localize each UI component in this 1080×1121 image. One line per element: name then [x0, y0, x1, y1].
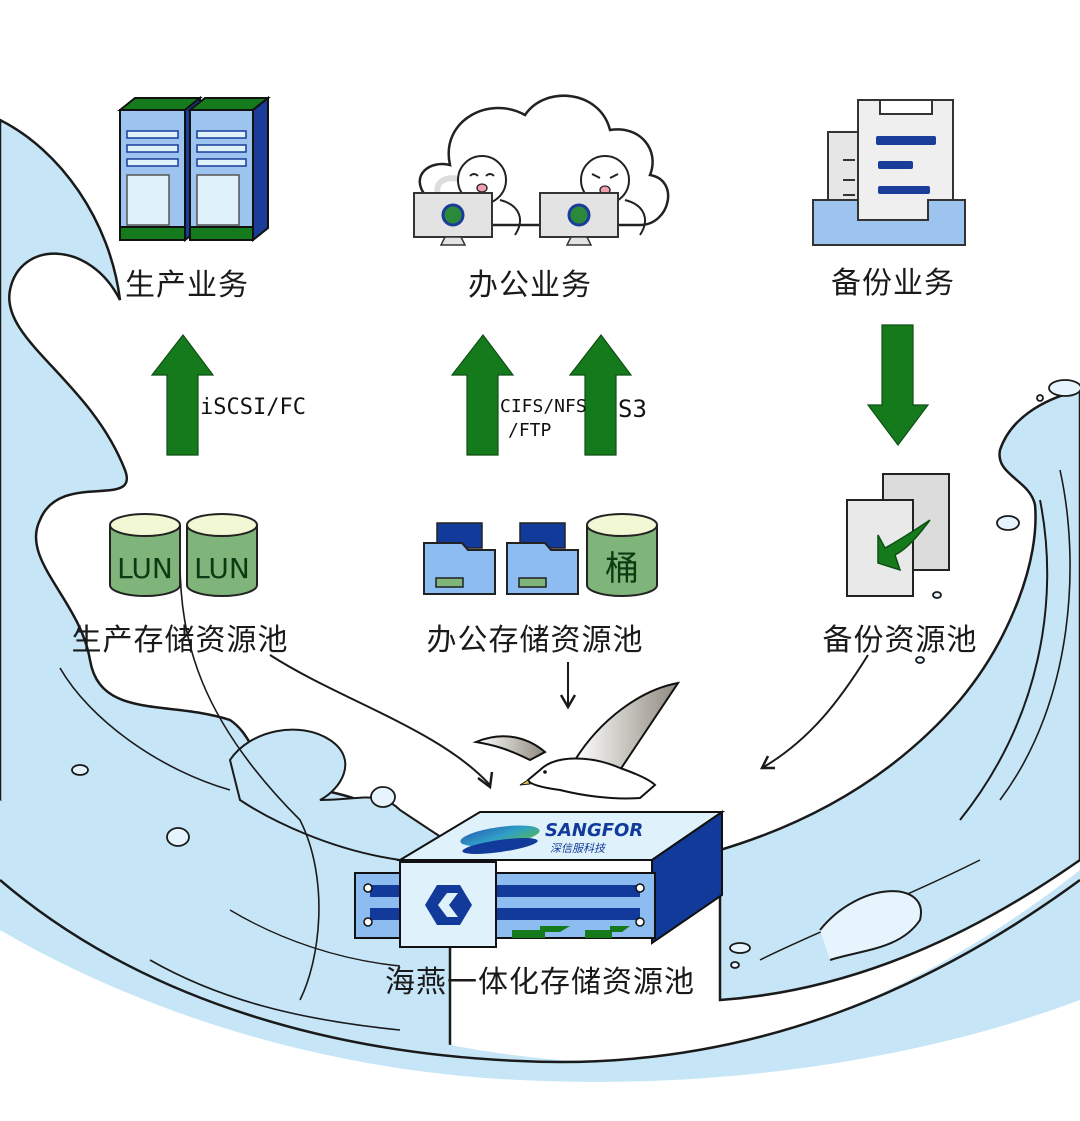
protocol-label-office-file: CIFS/NFS /FTP	[500, 395, 587, 443]
connector-backup-to-appliance	[761, 654, 869, 769]
wave-background	[0, 118, 1080, 1082]
lun-cylinder-icon: LUN	[109, 513, 181, 597]
flow-arrows	[150, 324, 930, 456]
sangfor-brand-logo: SANGFOR 深信服科技	[460, 820, 643, 855]
wave-bottom	[0, 800, 1080, 1082]
connector-arrows	[269, 654, 869, 790]
pool-label-backup: 备份资源池	[822, 623, 978, 658]
server-pair-icon	[117, 95, 271, 243]
backup-copy-icon	[846, 473, 950, 597]
pool-label-production: 生产存储资源池	[71, 623, 289, 658]
arrow-down-backup	[866, 324, 930, 446]
protocol-label-office-file-line2: /FTP	[508, 420, 552, 441]
appliance-label: 海燕一体化存储资源池	[385, 965, 695, 1000]
monitor-icon	[413, 192, 493, 246]
restore-arrow-icon	[877, 519, 931, 572]
arrow-up-office-file	[450, 334, 515, 456]
sangfor-logo-icon	[425, 885, 472, 925]
protocol-label-production: iSCSI/FC	[200, 395, 306, 420]
wave-right	[718, 388, 1080, 1002]
lun-label: LUN	[194, 552, 250, 585]
server-icon	[117, 95, 203, 243]
bucket-cylinder-icon: 桶	[586, 513, 658, 597]
document-tray-icon	[812, 99, 966, 246]
folder-icon	[506, 522, 579, 595]
monitor-icon	[539, 192, 619, 246]
seagull-icon	[472, 681, 681, 800]
protocol-label-office-file-line1: CIFS/NFS	[500, 396, 587, 417]
globe-icon	[567, 203, 591, 227]
service-label-production: 生产业务	[125, 268, 249, 303]
arrow-up-office-object	[568, 334, 633, 456]
pool-label-office: 办公存储资源池	[426, 623, 644, 658]
brand-name: SANGFOR	[545, 820, 643, 841]
arrow-up-production	[150, 334, 215, 456]
bubbles	[71, 379, 1080, 969]
connector-production-to-appliance	[269, 654, 491, 786]
storage-appliance: SANGFOR 深信服科技	[354, 810, 726, 948]
protocol-label-office-object: S3	[618, 395, 647, 423]
brand-name-cn: 深信服科技	[550, 842, 607, 855]
cloud-users-monitors-icon	[413, 94, 670, 246]
lun-cylinder-icon: LUN	[186, 513, 258, 597]
server-icon	[187, 95, 271, 243]
folder-icon	[423, 522, 496, 595]
globe-icon	[441, 203, 465, 227]
lun-label: LUN	[117, 552, 173, 585]
bucket-label: 桶	[605, 549, 639, 589]
service-label-office: 办公业务	[468, 268, 592, 303]
service-label-backup: 备份业务	[831, 266, 955, 301]
